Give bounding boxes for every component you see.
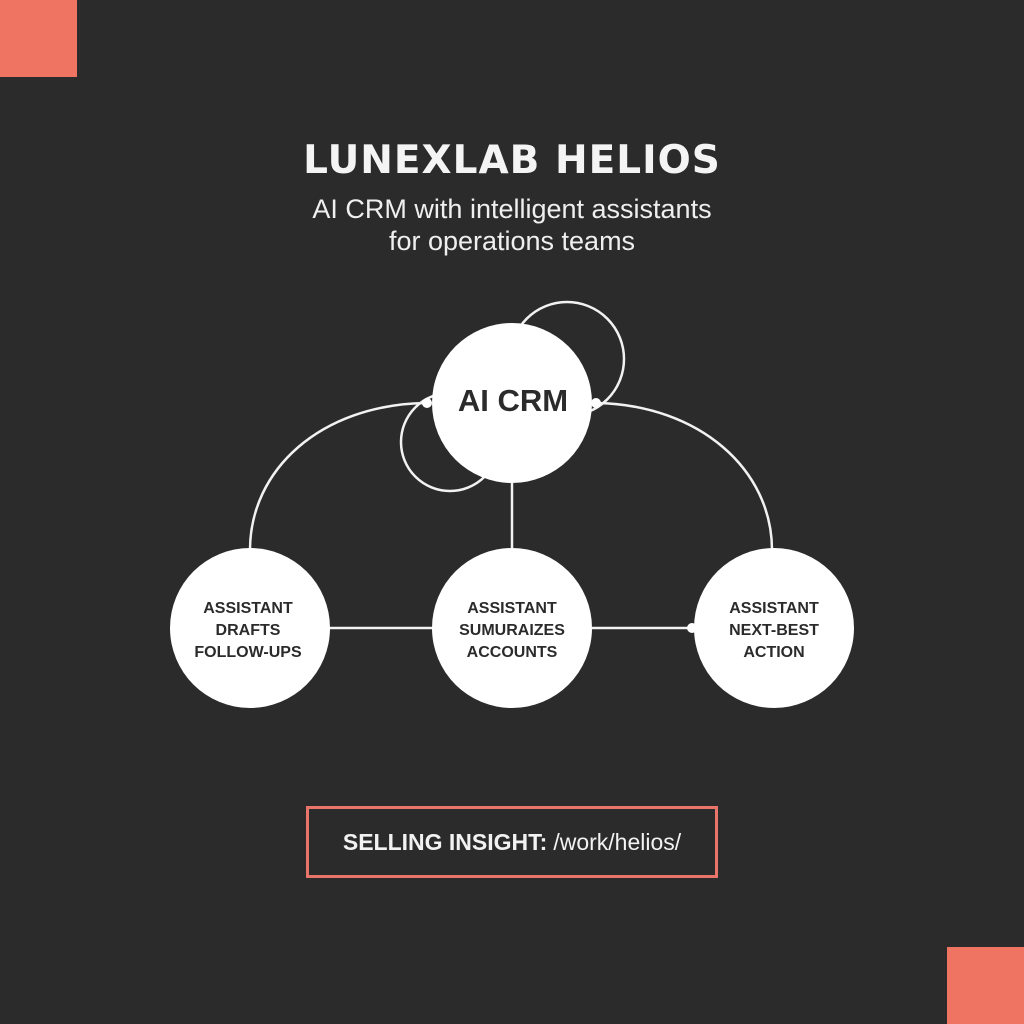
junction-dot-hub-right bbox=[591, 398, 601, 408]
hub-label: AI CRM bbox=[457, 383, 569, 418]
hub-node bbox=[432, 323, 592, 483]
node-label-line: SUMURAIZES bbox=[459, 622, 565, 639]
insight-path-link[interactable]: /work/helios/ bbox=[553, 828, 682, 855]
node-next-best-action bbox=[694, 548, 854, 708]
node-summarizes-accounts bbox=[432, 548, 592, 708]
connector-hub-to-next-best bbox=[596, 401, 774, 551]
node-label-line: NEXT-BEST bbox=[729, 622, 819, 639]
node-label-summarizes: ASSISTANT SUMURAIZES ACCOUNTS bbox=[432, 598, 592, 664]
junction-dot-right-node bbox=[687, 623, 697, 633]
junction-dot-hub-left bbox=[422, 398, 432, 408]
node-label-line: DRAFTS bbox=[215, 622, 281, 639]
node-label-line: ACCOUNTS bbox=[466, 644, 558, 661]
connector-hub-to-drafts bbox=[248, 401, 426, 551]
node-label-line: ACTION bbox=[743, 644, 805, 661]
insight-label: SELLING INSIGHT: bbox=[342, 828, 548, 855]
corner-accent-bottom-right bbox=[947, 947, 1024, 1024]
node-label-line: ASSISTANT bbox=[203, 600, 293, 617]
subtitle-line-1: AI CRM with intelligent assistants bbox=[312, 194, 712, 224]
node-label-line: FOLLOW-UPS bbox=[194, 644, 302, 661]
corner-accent-top-left bbox=[0, 0, 77, 77]
subtitle-line-2: for operations teams bbox=[388, 226, 636, 256]
node-drafts-follow-ups bbox=[170, 548, 330, 708]
node-label-drafts: ASSISTANT DRAFTS FOLLOW-UPS bbox=[168, 598, 328, 664]
node-label-line: ASSISTANT bbox=[729, 600, 819, 617]
selling-insight-box: SELLING INSIGHT: /work/helios/ bbox=[306, 806, 718, 878]
node-label-next-best: ASSISTANT NEXT-BEST ACTION bbox=[694, 598, 854, 664]
page-title: LUNEXLAB HELIOS bbox=[303, 138, 721, 183]
node-label-line: ASSISTANT bbox=[467, 600, 557, 617]
